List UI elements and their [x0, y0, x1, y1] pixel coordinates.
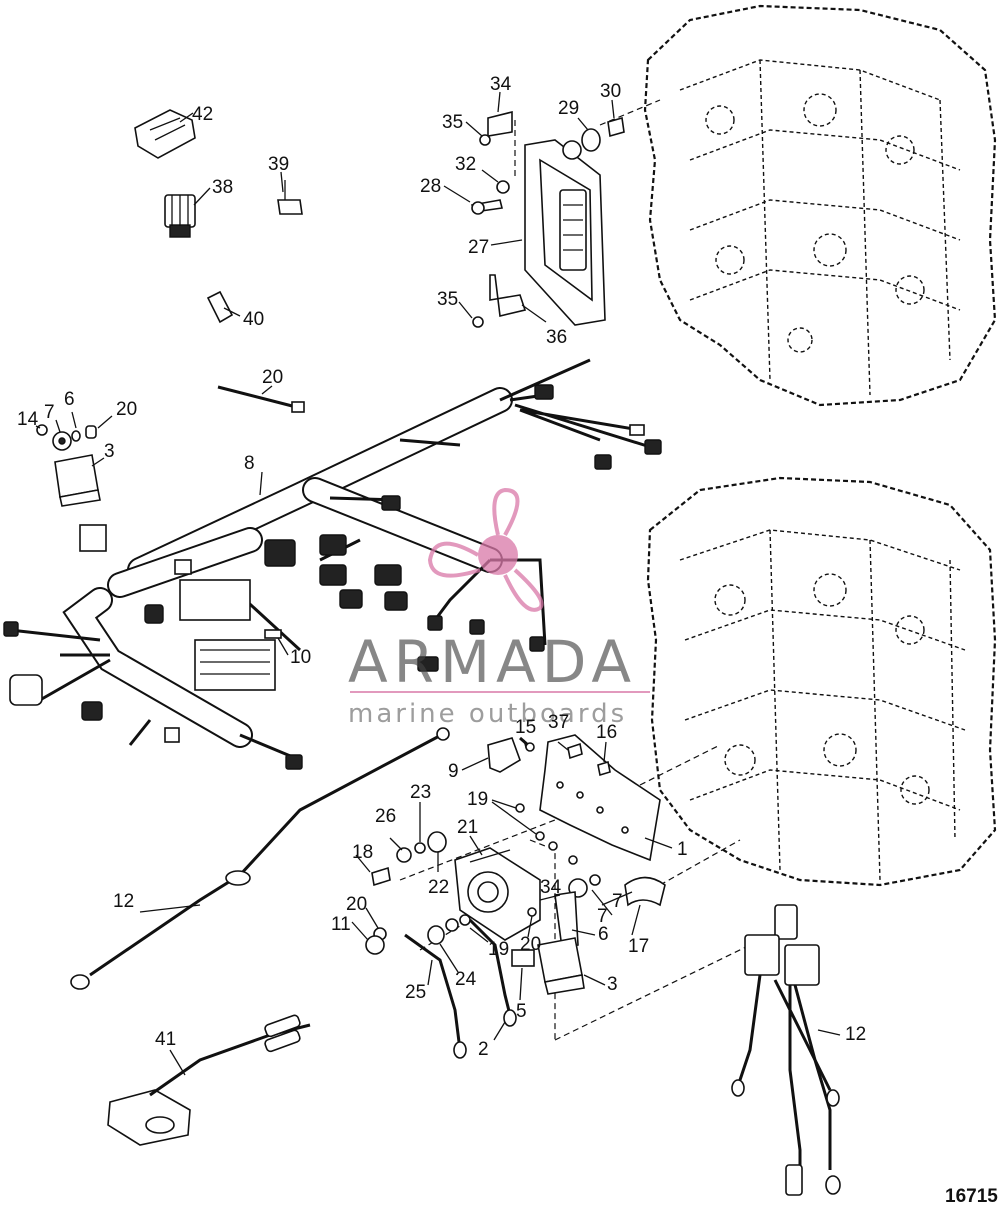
callout-19-top: 19: [467, 789, 488, 810]
callout-2: 2: [478, 1039, 489, 1060]
sensor-harness-41: [107, 1014, 311, 1146]
callout-41: 41: [155, 1029, 176, 1050]
leader-lines: [35, 91, 841, 1076]
callout-18: 14: [17, 409, 39, 430]
callout-7-top: 7: [44, 402, 55, 423]
callout-35-bottom: 35: [437, 289, 458, 310]
engine-block-lower: [646, 476, 997, 887]
callout-39: 39: [268, 154, 289, 175]
callout-19-bottom: 19: [488, 939, 509, 960]
callout-40: 40: [243, 309, 264, 330]
callout-24: 22: [428, 877, 449, 898]
callout-13: 12: [113, 891, 134, 912]
callout-12: 12: [845, 1024, 866, 1045]
callout-7-bottom: 7: [597, 906, 608, 927]
callout-6-bottom: 7: [612, 891, 623, 912]
callout-28: 26: [375, 806, 396, 827]
plate-hardware: [365, 736, 666, 1059]
callout-37: 37: [548, 712, 569, 733]
callout-9: 9: [448, 761, 459, 782]
callout-42: 42: [192, 104, 213, 125]
callout-1: 1: [677, 839, 688, 860]
callout-34-bottom: 34: [540, 877, 562, 898]
callout-25: 23: [410, 782, 431, 803]
callout-26: 24: [455, 969, 477, 990]
callout-21: 20: [116, 399, 137, 420]
figure-number: 16715: [945, 1186, 998, 1207]
callout-14: 17: [628, 936, 649, 957]
callout-36: 36: [546, 327, 567, 348]
ecm-module: [524, 139, 606, 326]
watermark-brand: ARMADA: [348, 628, 637, 696]
engine-block-upper: [643, 4, 997, 407]
callout-23: 21: [457, 817, 478, 838]
callout-20-left: 20: [346, 894, 367, 915]
watermark-tagline: marine outboards: [348, 699, 627, 729]
callout-22: 20: [262, 367, 283, 388]
callout-16: 16: [596, 722, 617, 743]
callout-20-right: 20: [520, 934, 541, 955]
callout-38: 38: [212, 177, 233, 198]
callout-17: 18: [352, 842, 373, 863]
callout-15: 15: [515, 717, 536, 738]
armada-watermark: ARMADA marine outboards: [348, 487, 650, 729]
callout-6-top: 6: [64, 389, 75, 410]
callout-29: 27: [468, 237, 489, 258]
harness-connectors: [3, 384, 662, 770]
callout-33: 32: [455, 154, 476, 175]
callout-34-top: 34: [490, 74, 512, 95]
callout-4: 5: [516, 1001, 527, 1022]
callout-10: 10: [290, 647, 311, 668]
callout-32: 30: [600, 81, 621, 102]
loose-parts: [36, 109, 305, 507]
engine-harness-13: [70, 727, 450, 990]
propeller-logo-icon: [427, 487, 544, 612]
callout-31: 29: [558, 98, 579, 119]
callout-3-top: 3: [104, 441, 115, 462]
callout-8: 8: [244, 453, 255, 474]
callouts: 34 35 29 30 32 28 27 35 36 42 38 39 40 2…: [17, 74, 998, 1207]
mounting-plate: [539, 734, 661, 862]
callout-27: 25: [405, 982, 426, 1003]
callout-3-bottom: 3: [607, 974, 618, 995]
callout-30: 28: [420, 176, 441, 197]
ecm-hardware: [470, 110, 625, 328]
callout-5: 6: [598, 924, 609, 945]
callout-11: 11: [331, 914, 351, 935]
harness-12: [731, 904, 841, 1196]
callout-35-top: 35: [442, 112, 463, 133]
